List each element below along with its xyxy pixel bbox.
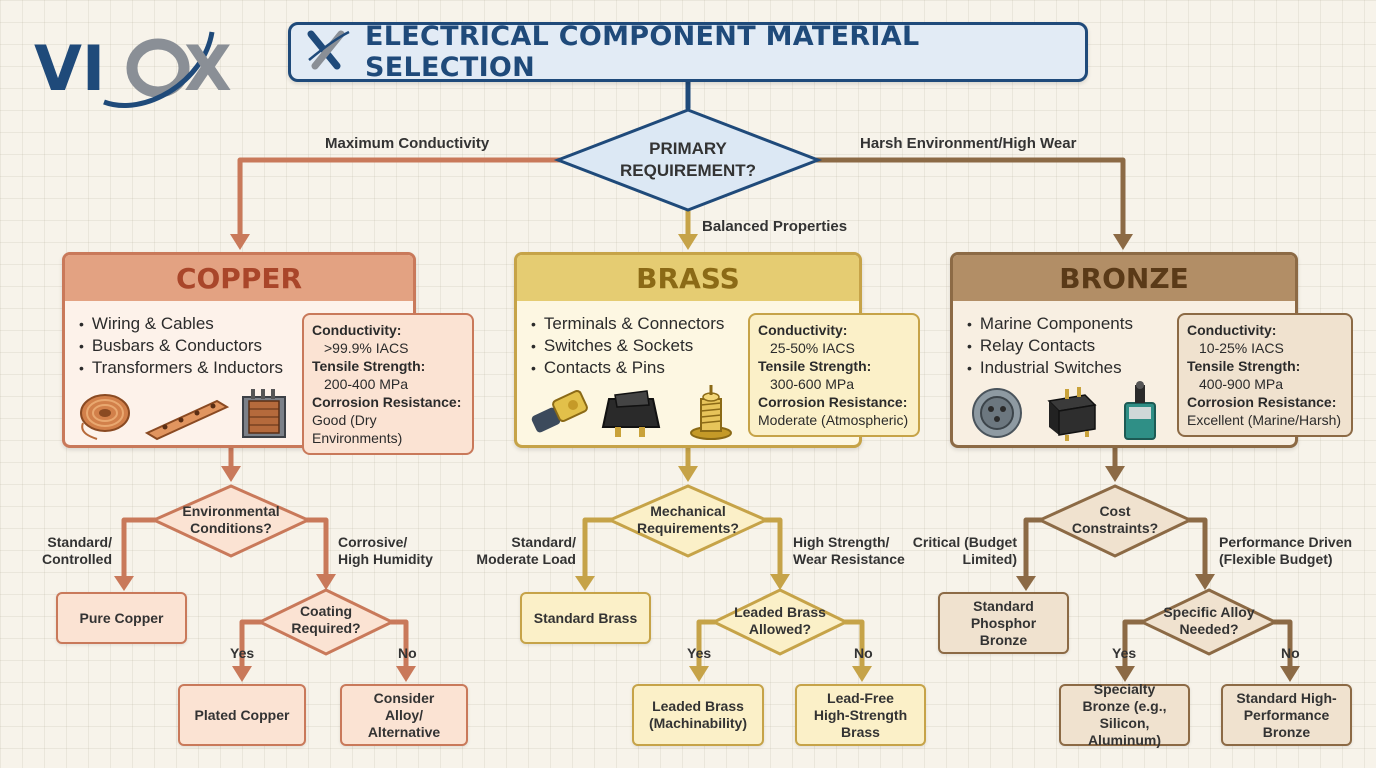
spec-label: Corrosion Resistance:: [1187, 394, 1337, 410]
bronze-card: BRONZE Marine Components Relay Contacts …: [950, 252, 1353, 448]
busbar-icon: [144, 399, 230, 441]
brass-connector-icon: [531, 390, 588, 433]
spec-value: 25-50% IACS: [770, 340, 855, 356]
spec-value: 400-900 MPa: [1199, 376, 1284, 392]
spec-label: Conductivity:: [312, 322, 402, 338]
viox-logo: VI X: [34, 22, 234, 112]
relay-icon: [1047, 387, 1097, 441]
threaded-pin-icon: [690, 385, 732, 440]
brass-q1-question: Mechanical Requirements?: [637, 503, 739, 536]
label-max-conductivity: Maximum Conductivity: [325, 135, 490, 152]
rocker-switch-icon: [601, 390, 661, 437]
label-no: No: [398, 645, 417, 661]
spec-value: 10-25% IACS: [1199, 340, 1284, 356]
label-balanced-properties: Balanced Properties: [702, 218, 848, 235]
title-banner: ELECTRICAL COMPONENT MATERIAL SELECTION: [288, 21, 1088, 83]
spec-value: 300-600 MPa: [770, 376, 855, 392]
outcome-consider-alloy: Consider Alloy/ Alternative: [340, 684, 468, 746]
spec-label: Corrosion Resistance:: [758, 394, 908, 410]
label-critical-budget: Critical (Budget Limited): [912, 534, 1017, 567]
primary-question: PRIMARY REQUIREMENT?: [620, 139, 756, 180]
copper-wire-coil-icon: [80, 394, 130, 440]
spec-value: >99.9% IACS: [324, 340, 409, 356]
spec-label: Tensile Strength:: [758, 358, 872, 374]
list-item: Marine Components: [967, 313, 1133, 335]
spec-label: Tensile Strength:: [312, 358, 426, 374]
bronze-q1-question: Cost Constraints?: [1071, 503, 1159, 536]
label-harsh-environment: Harsh Environment/High Wear: [860, 135, 1077, 152]
copper-q1-question: Environmental Conditions?: [182, 503, 280, 536]
logo-swoosh-icon: [103, 31, 215, 108]
outcome-specialty-bronze: Specialty Bronze (e.g., Silicon, Aluminu…: [1059, 681, 1190, 748]
spec-label: Corrosion Resistance:: [312, 394, 462, 410]
spec-value: Good (Dry Environments): [312, 412, 403, 446]
logo-text-x: X: [184, 32, 232, 105]
label-yes: Yes: [1112, 645, 1137, 661]
brass-q2-question: Leaded Brass Allowed?: [734, 604, 826, 637]
list-item: Relay Contacts: [967, 335, 1133, 357]
outcome-high-performance-bronze: Standard High-Performance Bronze: [1221, 684, 1352, 746]
label-yes: Yes: [230, 645, 255, 661]
label-corrosive-humidity: Corrosive/ High Humidity: [338, 534, 433, 567]
bronze-card-title: BRONZE: [953, 255, 1295, 301]
outcome-leaded-brass: Leaded Brass (Machinability): [632, 684, 764, 746]
spec-label: Tensile Strength:: [1187, 358, 1301, 374]
label-no: No: [854, 645, 873, 661]
outcome-plated-copper: Plated Copper: [178, 684, 306, 746]
logo-ring-icon: [126, 38, 190, 98]
spec-value: 200-400 MPa: [324, 376, 409, 392]
spec-value: Moderate (Atmospheric): [758, 412, 909, 428]
outcome-standard-brass: Standard Brass: [520, 592, 651, 644]
outcome-pure-copper: Pure Copper: [56, 592, 187, 644]
copper-q2-question: Coating Required?: [291, 603, 361, 636]
list-item: Switches & Sockets: [531, 335, 724, 357]
label-yes: Yes: [687, 645, 712, 661]
logo-text-vi: VI: [34, 32, 105, 105]
brass-spec-box: Conductivity: 25-50% IACS Tensile Streng…: [748, 313, 920, 437]
copper-uses-list: Wiring & Cables Busbars & Conductors Tra…: [79, 313, 283, 379]
limit-switch-icon: [1124, 381, 1156, 440]
brass-card-title: BRASS: [517, 255, 859, 301]
marine-connector-icon: [972, 388, 1022, 438]
spec-label: Conductivity:: [758, 322, 848, 338]
list-item: Industrial Switches: [967, 357, 1133, 379]
list-item: Busbars & Conductors: [79, 335, 283, 357]
label-standard-controlled: Standard/ Controlled: [42, 534, 112, 567]
list-item: Wiring & Cables: [79, 313, 283, 335]
copper-card: COPPER Wiring & Cables Busbars & Conduct…: [62, 252, 474, 455]
outcome-lead-free-brass: Lead-Free High-Strength Brass: [795, 684, 926, 746]
transformer-icon: [242, 389, 286, 438]
bronze-uses-list: Marine Components Relay Contacts Industr…: [967, 313, 1133, 379]
list-item: Terminals & Connectors: [531, 313, 724, 335]
label-high-strength: High Strength/ Wear Resistance: [793, 534, 905, 567]
bronze-spec-box: Conductivity: 10-25% IACS Tensile Streng…: [1177, 313, 1353, 437]
copper-spec-box: Conductivity: >99.9% IACS Tensile Streng…: [302, 313, 474, 455]
list-item: Contacts & Pins: [531, 357, 724, 379]
spec-value: Excellent (Marine/Harsh): [1187, 412, 1342, 428]
brass-uses-list: Terminals & Connectors Switches & Socket…: [531, 313, 724, 379]
label-performance-driven: Performance Driven (Flexible Budget): [1219, 534, 1353, 567]
x-swoosh-icon: [307, 30, 351, 75]
brass-card: BRASS Terminals & Connectors Switches & …: [514, 252, 920, 448]
outcome-phosphor-bronze: Standard Phosphor Bronze: [938, 592, 1069, 654]
bronze-q2-question: Specific Alloy Needed?: [1163, 604, 1255, 637]
label-no: No: [1281, 645, 1300, 661]
list-item: Transformers & Inductors: [79, 357, 283, 379]
copper-card-title: COPPER: [65, 255, 413, 301]
spec-label: Conductivity:: [1187, 322, 1277, 338]
page-title: ELECTRICAL COMPONENT MATERIAL SELECTION: [365, 21, 920, 83]
label-standard-moderate: Standard/ Moderate Load: [476, 534, 576, 567]
